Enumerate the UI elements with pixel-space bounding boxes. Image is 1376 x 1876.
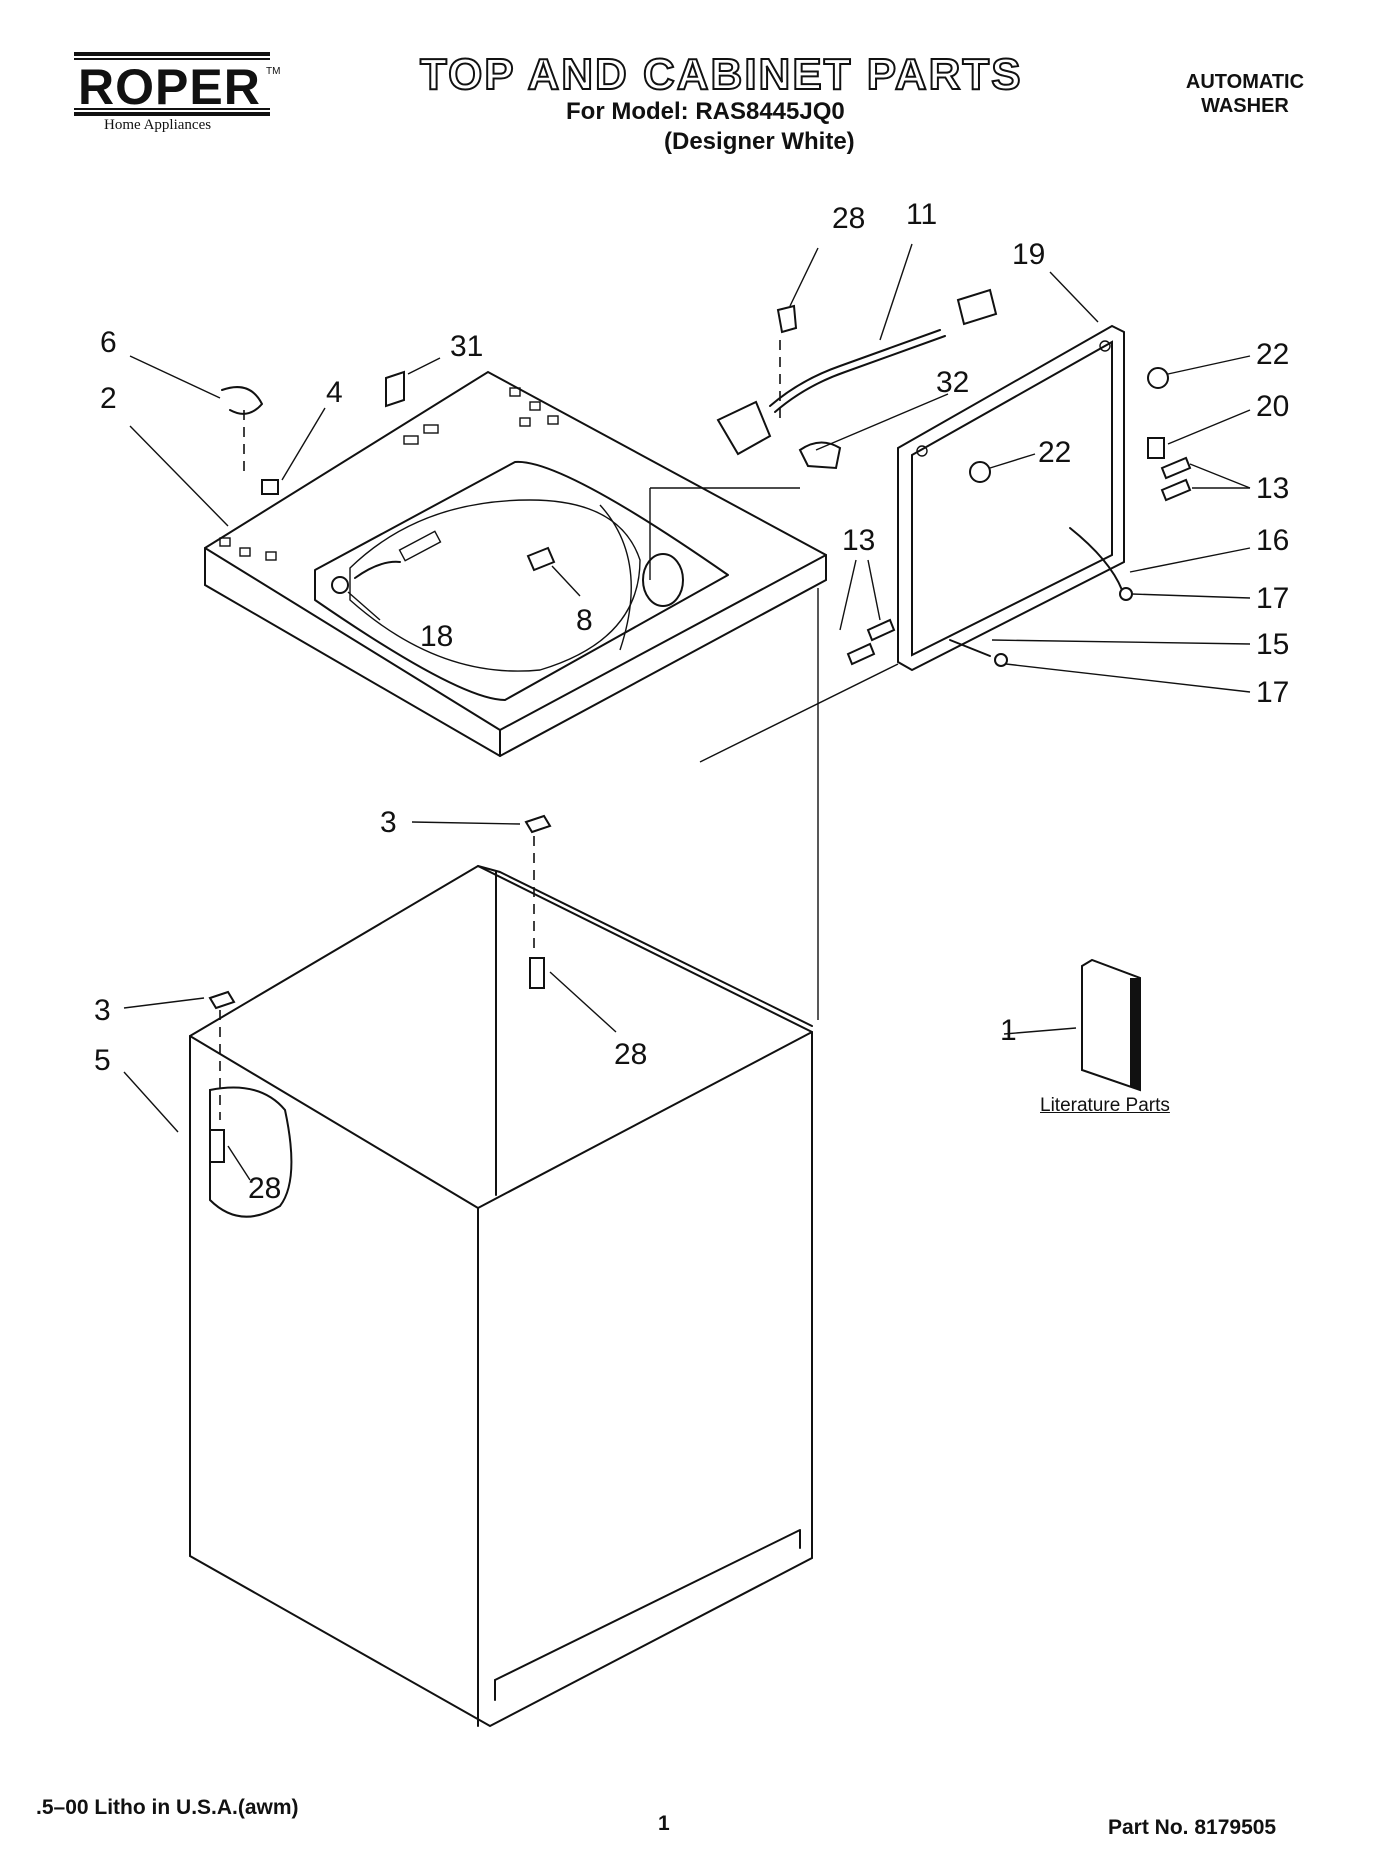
screw-28-mid	[529, 957, 545, 989]
part-20	[1147, 437, 1165, 459]
clip-3-left	[208, 990, 236, 1010]
callout-31: 31	[450, 330, 484, 363]
knob-22-b	[969, 461, 991, 483]
callout-17-a: 17	[1256, 582, 1290, 615]
callout-32: 32	[936, 366, 970, 399]
callout-22-a: 22	[1256, 338, 1290, 371]
callout-17-b: 17	[1256, 676, 1290, 709]
callout-18: 18	[420, 620, 454, 653]
washer-cabinet	[189, 864, 813, 1728]
literature-parts-label: Literature Parts	[1040, 1095, 1170, 1116]
callout-28-left: 28	[248, 1172, 282, 1205]
callout-8: 8	[576, 604, 593, 637]
callout-19: 19	[1012, 238, 1046, 271]
clip-3-top	[524, 814, 552, 834]
footer-part-number: Part No. 8179505	[1108, 1816, 1277, 1839]
callout-6: 6	[100, 326, 117, 359]
callout-20: 20	[1256, 390, 1290, 423]
part-4	[261, 479, 279, 495]
callout-13-right: 13	[1256, 472, 1290, 505]
page-title: TOP AND CABINET PARTS	[419, 49, 1023, 100]
console-frame	[897, 324, 1133, 672]
model-line: For Model: RAS8445JQ0	[566, 98, 845, 125]
screw-28-top	[776, 304, 798, 334]
callout-15: 15	[1256, 628, 1290, 661]
lid-switch-harness	[716, 288, 998, 470]
callout-4: 4	[326, 376, 343, 409]
knob-22-a	[1147, 367, 1169, 389]
brand-trademark: TM	[266, 66, 281, 77]
callout-1: 1	[1000, 1014, 1017, 1047]
callout-22-b: 22	[1038, 436, 1072, 469]
callout-16: 16	[1256, 524, 1290, 557]
callout-3-top: 3	[380, 806, 397, 839]
roper-logo: ROPER TM Home Appliances	[74, 52, 280, 138]
brand-tagline: Home Appliances	[104, 117, 212, 133]
brand-name: ROPER	[78, 59, 261, 115]
clip-6	[221, 386, 263, 415]
leader-lines	[123, 243, 1251, 1181]
footer-page-number: 1	[658, 1812, 670, 1835]
callout-28-mid: 28	[614, 1038, 648, 1071]
callout-5: 5	[94, 1044, 111, 1077]
category-line-1: AUTOMATIC	[1185, 71, 1305, 93]
callout-28-top: 28	[832, 202, 866, 235]
callout-11: 11	[906, 198, 938, 231]
washer-top-panel	[204, 370, 827, 758]
callout-2: 2	[100, 382, 117, 415]
callout-13-left: 13	[842, 524, 876, 557]
color-line: (Designer White)	[664, 128, 855, 155]
footer-litho: .5–00 Litho in U.S.A.(awm)	[36, 1796, 299, 1819]
category-line-2: WASHER	[1201, 95, 1289, 117]
appliance-category: AUTOMATIC WASHER	[1160, 70, 1330, 118]
callout-3-left: 3	[94, 994, 111, 1027]
clip-31	[385, 370, 405, 408]
